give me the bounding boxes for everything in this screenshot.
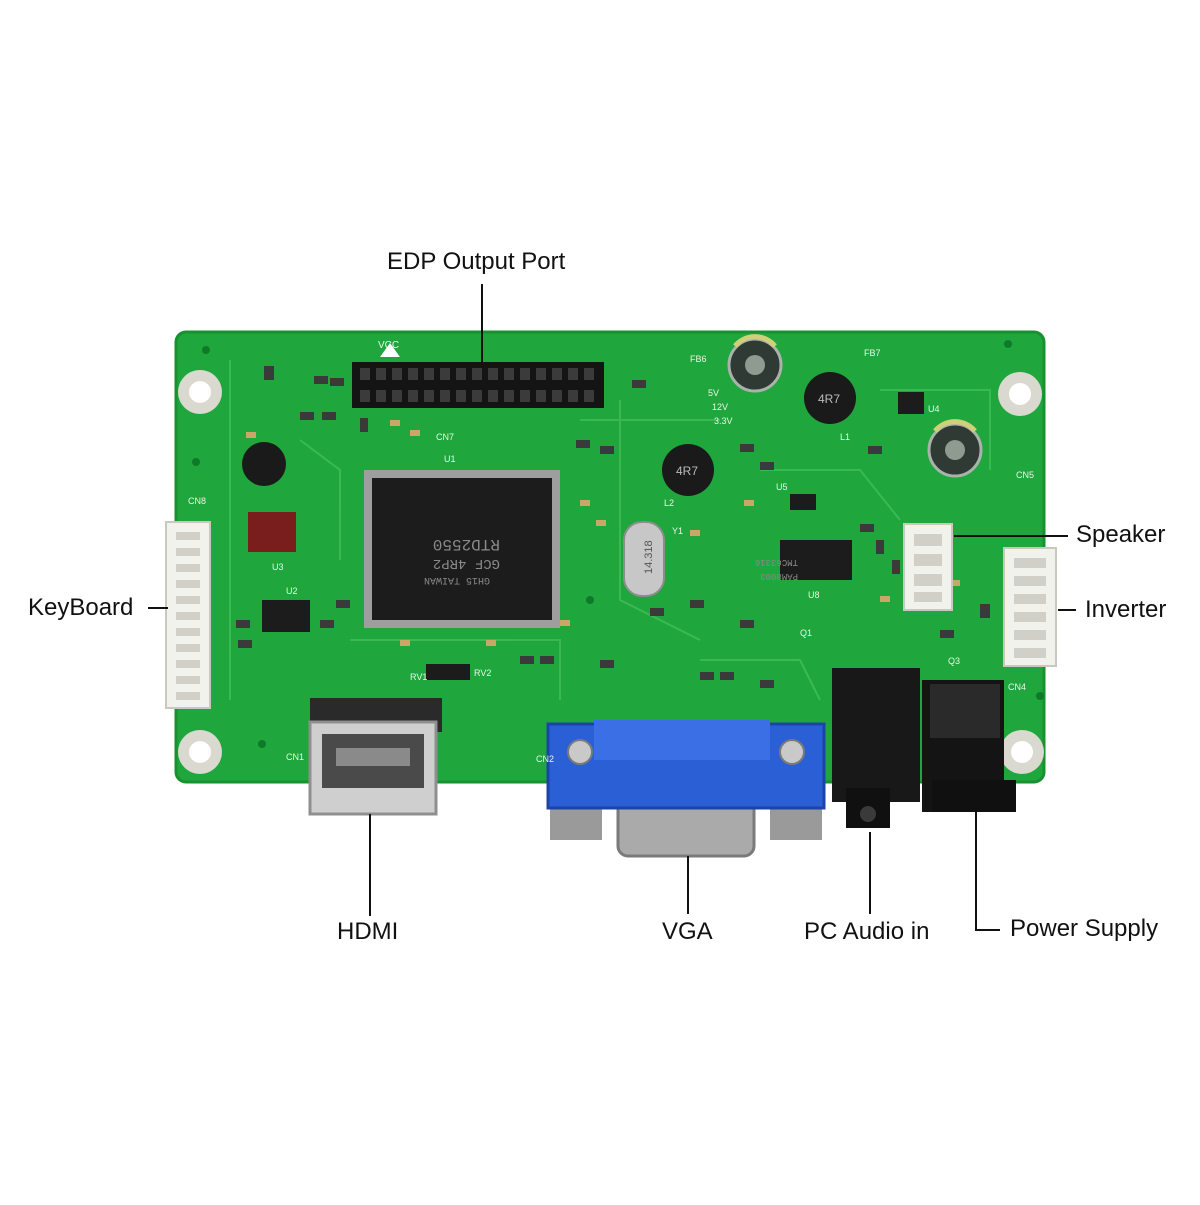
u5-silk: U5: [776, 482, 788, 492]
inductor-text: 4R7: [676, 464, 698, 478]
power-jack-top: [930, 684, 1000, 738]
vga-jackscrew-icon: [567, 739, 593, 765]
cn2-silk: CN2: [536, 754, 554, 764]
smd-components: [236, 366, 990, 688]
label-hdmi: HDMI: [337, 918, 399, 945]
main-chip-text-1: RTD2550: [433, 535, 500, 553]
audio-chip-text-2: PAM8003: [760, 571, 798, 581]
chip-u3: [248, 512, 296, 552]
callout-lines: [148, 284, 1076, 931]
main-chip: [372, 478, 552, 620]
crystal-oscillator: [623, 521, 665, 597]
electrolytic-capacitor: [727, 334, 783, 393]
cn4-silk: CN4: [1008, 682, 1026, 692]
label-keyboard: KeyBoard: [28, 594, 134, 621]
main-chip-text-2: GCF 4RP2: [433, 555, 500, 571]
electrolytic-capacitor: [927, 419, 983, 478]
vga-screw-left: [550, 804, 602, 840]
rv2-silk: RV2: [474, 668, 491, 678]
u2-silk: U2: [286, 586, 298, 596]
mounting-hole: [178, 370, 222, 414]
fb6-silk: FB6: [690, 354, 707, 364]
power-leader-line: [975, 812, 1000, 931]
audio-jack-opening: [860, 806, 876, 822]
crystal-text: 14.318: [643, 540, 655, 574]
main-chip-text-3: GH15 TAIWAN: [424, 574, 490, 585]
hdmi-tongue: [336, 748, 410, 766]
vga-jackscrew-icon: [779, 739, 805, 765]
cn1-silk: CN1: [286, 752, 304, 762]
y1-silk: Y1: [672, 526, 683, 536]
inverter-pins: [1014, 558, 1046, 658]
u8-silk: U8: [808, 590, 820, 600]
inductor-small: [242, 442, 286, 486]
mounting-hole: [998, 372, 1042, 416]
speaker-pins: [914, 534, 942, 602]
cn5-silk: CN5: [1016, 470, 1034, 480]
vcc-arrow-icon: [380, 343, 400, 357]
volt-12v-silk: 12V: [712, 402, 728, 412]
q1-silk: Q1: [800, 628, 812, 638]
u4-silk: U4: [928, 404, 940, 414]
q3-silk: Q3: [948, 656, 960, 666]
u1-silk: U1: [444, 454, 456, 464]
mounting-holes: [178, 370, 1044, 774]
cn8-silk: CN8: [188, 496, 206, 506]
l1-silk: L1: [840, 432, 850, 442]
l2-silk: L2: [664, 498, 674, 508]
chip-u5: [790, 494, 816, 510]
power-jack-barrel: [932, 780, 1016, 812]
audio-chip-text-1: TMC63316: [755, 557, 798, 567]
inductor-text: 4R7: [818, 392, 840, 406]
audio-jack: [832, 668, 920, 802]
vcc-silk: VCC: [378, 340, 399, 351]
keyboard-pins: [176, 532, 200, 700]
mounting-hole: [178, 730, 222, 774]
chip-u2: [262, 600, 310, 632]
cn7-silk: CN7: [436, 432, 454, 442]
label-edp-output-port: EDP Output Port: [387, 248, 566, 275]
label-vga: VGA: [662, 918, 713, 945]
pcb-traces: [229, 360, 991, 701]
label-pc-audio-in: PC Audio in: [804, 918, 930, 945]
volt-3v3-silk: 3.3V: [714, 416, 733, 426]
label-speaker: Speaker: [1076, 521, 1166, 548]
chip-u8-audio-amp: [780, 540, 852, 580]
label-inverter: Inverter: [1085, 596, 1167, 623]
vga-screw-right: [770, 804, 822, 840]
fb7-silk: FB7: [864, 348, 881, 358]
chip-u4: [898, 392, 924, 414]
edp-pins: [360, 368, 594, 402]
label-power-supply: Power Supply: [1010, 915, 1159, 942]
smd-capacitors: [246, 420, 960, 646]
inductor-l2: 4R7: [662, 444, 714, 496]
mounting-hole: [1000, 730, 1044, 774]
inductor-l1: 4R7: [804, 372, 856, 424]
vias: [192, 340, 1044, 748]
vga-port-top: [594, 720, 770, 760]
u3-silk: U3: [272, 562, 284, 572]
rv1-silk: RV1: [410, 672, 427, 682]
volt-5v-silk: 5V: [708, 388, 719, 398]
rv-connector: [426, 664, 470, 680]
